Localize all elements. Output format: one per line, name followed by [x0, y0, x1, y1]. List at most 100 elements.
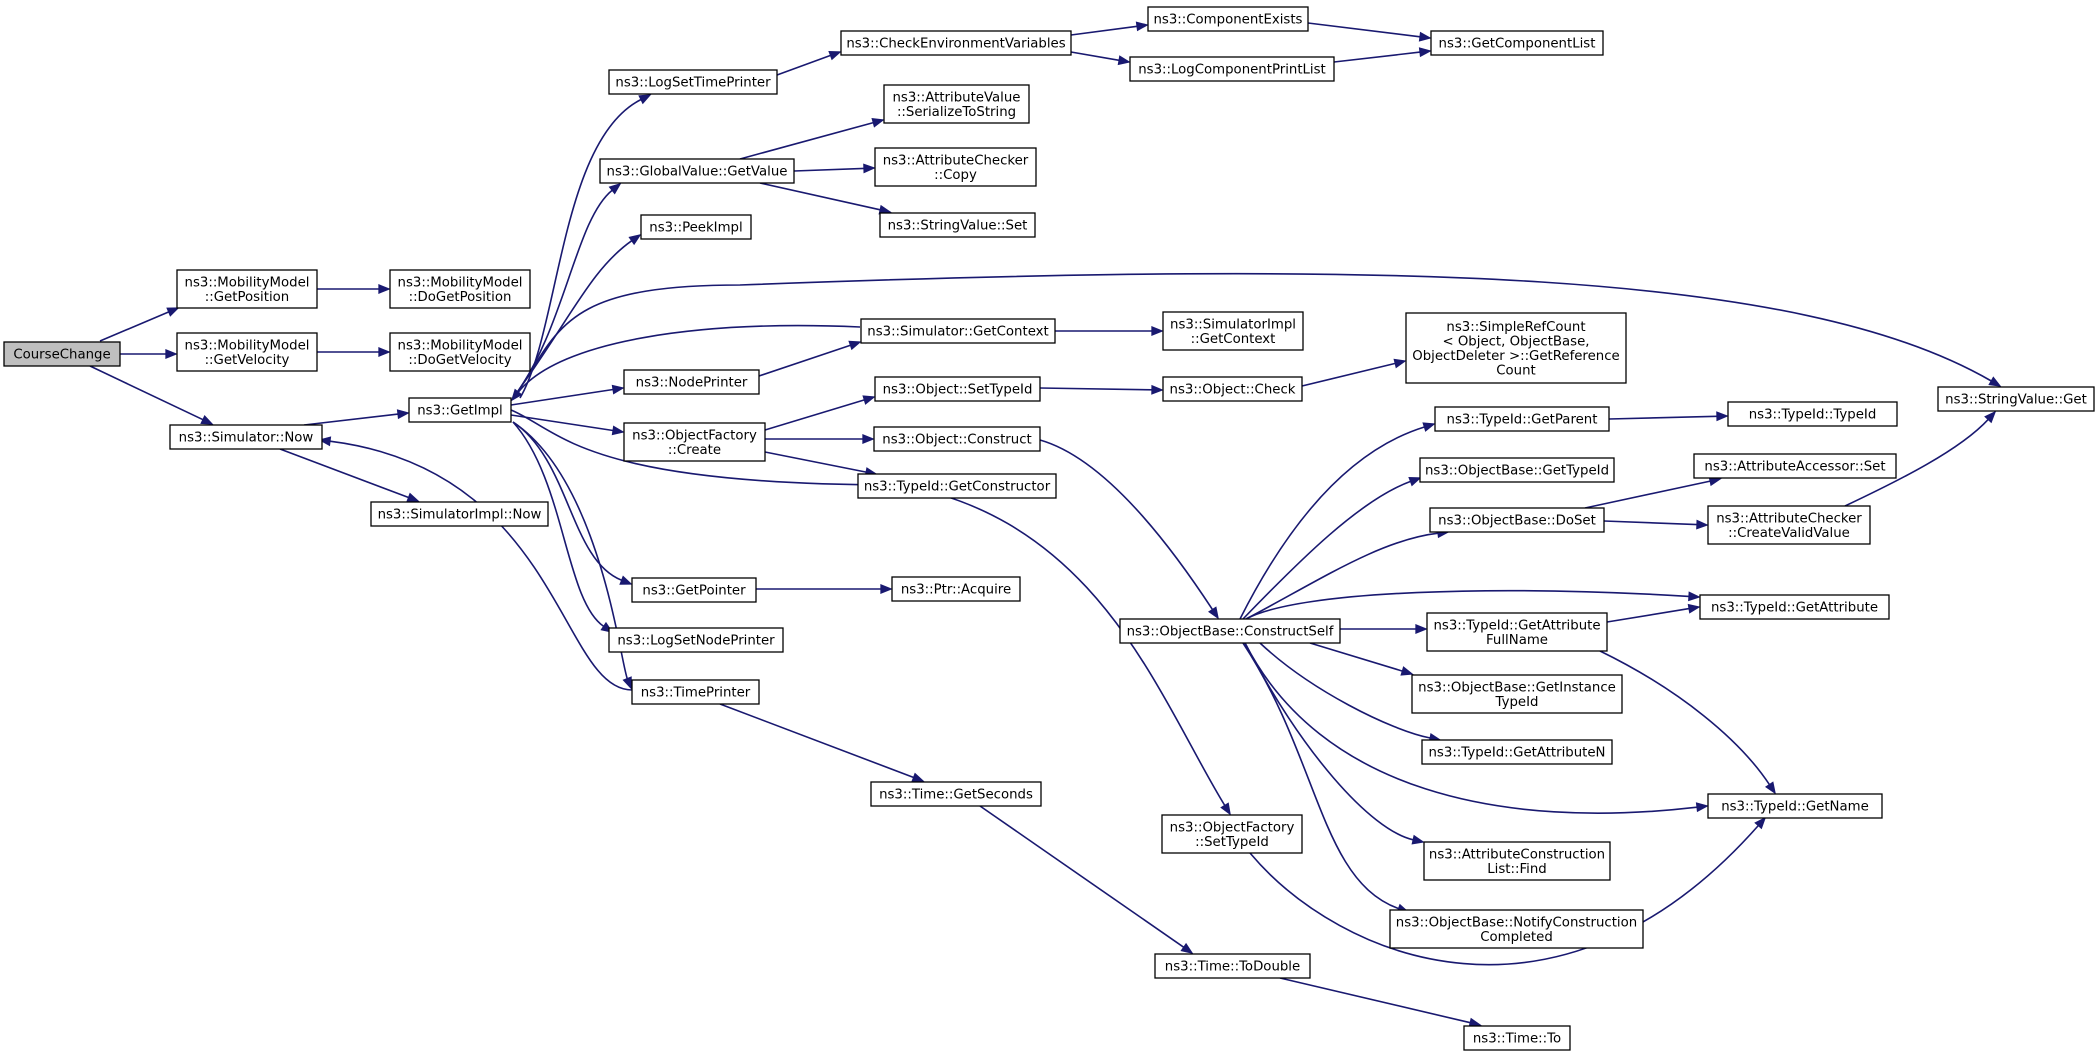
node-objectfactory_settypeid[interactable]: ns3::ObjectFactory::SetTypeId	[1161, 814, 1303, 854]
node-getcomponentlist[interactable]: ns3::GetComponentList	[1430, 30, 1604, 56]
node-label-line: ns3::Object::Check	[1170, 383, 1296, 398]
edge-course_change-to-simulator_now	[89, 365, 214, 425]
node-logcomponentprintlist[interactable]: ns3::LogComponentPrintList	[1129, 56, 1335, 82]
node-label-line: ns3::AttributeConstruction	[1429, 847, 1605, 862]
node-object_settypeid[interactable]: ns3::Object::SetTypeId	[874, 376, 1041, 402]
node-simulator_getcontext[interactable]: ns3::Simulator::GetContext	[860, 318, 1056, 344]
node-label-line: ns3::Simulator::Now	[179, 431, 314, 446]
node-timeprinter[interactable]: ns3::TimePrinter	[631, 679, 760, 705]
node-label-line: CourseChange	[13, 348, 110, 363]
node-checkenvvars[interactable]: ns3::CheckEnvironmentVariables	[840, 30, 1072, 56]
node-globalvalue_getvalue[interactable]: ns3::GlobalValue::GetValue	[599, 158, 795, 184]
arrowhead	[862, 395, 876, 405]
node-nodeprinter[interactable]: ns3::NodePrinter	[623, 369, 760, 395]
node-box	[874, 147, 1037, 187]
node-objectbase_constructself[interactable]: ns3::ObjectBase::ConstructSelf	[1119, 618, 1341, 644]
node-box	[1154, 953, 1311, 979]
edge-line	[1584, 480, 1711, 509]
edge-line	[1279, 977, 1471, 1024]
node-label-line: ns3::MobilityModel	[185, 275, 310, 290]
arrowhead	[622, 676, 632, 690]
node-getpointer[interactable]: ns3::GetPointer	[631, 577, 757, 603]
node-box	[1161, 814, 1303, 854]
node-label-line: ns3::LogComponentPrintList	[1138, 63, 1326, 78]
node-typeid_getattribute[interactable]: ns3::TypeId::GetAttribute	[1699, 594, 1890, 620]
node-object_construct[interactable]: ns3::Object::Construct	[873, 426, 1041, 452]
node-object_check[interactable]: ns3::Object::Check	[1162, 376, 1303, 402]
node-ptr_acquire[interactable]: ns3::Ptr::Acquire	[891, 576, 1021, 602]
node-time_getseconds[interactable]: ns3::Time::GetSeconds	[870, 781, 1042, 807]
edge-timeprinter-to-time_getseconds	[719, 703, 925, 782]
node-course_change[interactable]: CourseChange	[3, 341, 121, 367]
edge-objectbase_constructself-to-objectbase_doset	[1245, 528, 1450, 620]
node-label-line: ns3::LogSetTimePrinter	[615, 76, 771, 91]
node-typeid_getparent[interactable]: ns3::TypeId::GetParent	[1434, 406, 1610, 432]
node-typeid_typeid[interactable]: ns3::TypeId::TypeId	[1727, 401, 1898, 427]
arrowhead	[1220, 802, 1231, 816]
node-stringvalue_set[interactable]: ns3::StringValue::Set	[879, 212, 1036, 238]
node-label-line: ns3::AttributeAccessor::Set	[1704, 460, 1885, 475]
node-attraccessor_set[interactable]: ns3::AttributeAccessor::Set	[1693, 453, 1897, 479]
node-box	[1463, 1025, 1571, 1051]
node-simplerefcount_getrefcount[interactable]: ns3::SimpleRefCount< Object, ObjectBase,…	[1405, 312, 1627, 384]
node-simulatorimpl_getcontext[interactable]: ns3::SimulatorImpl::GetContext	[1162, 311, 1304, 351]
node-box	[599, 158, 795, 184]
arrowhead	[1208, 606, 1219, 620]
arrowhead	[1984, 410, 1997, 424]
node-label-line: ns3::Time::ToDouble	[1165, 960, 1300, 975]
node-box	[640, 214, 752, 240]
node-stringvalue_get[interactable]: ns3::StringValue::Get	[1937, 386, 2095, 412]
node-time_todouble[interactable]: ns3::Time::ToDouble	[1154, 953, 1311, 979]
node-objectbase_doset[interactable]: ns3::ObjectBase::DoSet	[1429, 507, 1605, 533]
node-mm_dogetposition[interactable]: ns3::MobilityModel::DoGetPosition	[389, 269, 531, 309]
node-typeid_getconstructor[interactable]: ns3::TypeId::GetConstructor	[857, 473, 1057, 499]
node-typeid_getattributen[interactable]: ns3::TypeId::GetAttributeN	[1421, 739, 1613, 765]
node-box	[1707, 793, 1883, 819]
edge-objectbase_constructself-to-typeid_getparent	[1239, 422, 1436, 620]
node-componentexists[interactable]: ns3::ComponentExists	[1147, 6, 1309, 32]
node-logsettimeprinter[interactable]: ns3::LogSetTimePrinter	[608, 69, 778, 95]
node-box	[860, 318, 1056, 344]
edge-attrchecker_createvalidvalue-to-stringvalue_get	[1844, 410, 1997, 507]
arrowhead	[378, 284, 391, 294]
node-objectfactory_create[interactable]: ns3::ObjectFactory::Create	[623, 422, 766, 462]
edge-line	[758, 344, 851, 377]
edge-line	[1333, 51, 1421, 63]
edge-object_construct-to-objectbase_constructself	[1039, 439, 1219, 620]
edge-typeid_getattributefullname-to-typeid_getname	[1599, 650, 1776, 795]
node-box	[870, 781, 1042, 807]
node-attrchecker_copy[interactable]: ns3::AttributeChecker::Copy	[874, 147, 1037, 187]
node-time_to[interactable]: ns3::Time::To	[1463, 1025, 1571, 1051]
edge-getimpl-to-peekimpl	[512, 233, 642, 399]
arrowhead	[1151, 384, 1164, 395]
node-attrchecker_createvalidvalue[interactable]: ns3::AttributeChecker::CreateValidValue	[1707, 505, 1871, 545]
node-mm_getposition[interactable]: ns3::MobilityModel::GetPosition	[176, 269, 318, 309]
node-box	[879, 212, 1036, 238]
node-getimpl[interactable]: ns3::GetImpl	[408, 397, 512, 423]
node-simulatorimpl_now[interactable]: ns3::SimulatorImpl::Now	[370, 501, 549, 527]
node-box	[389, 332, 531, 372]
edge-objectfactory_create-to-object_construct	[765, 434, 875, 444]
node-attrvalue_serialize[interactable]: ns3::AttributeValue::SerializeToString	[883, 84, 1030, 124]
node-box	[1727, 401, 1898, 427]
arrowhead	[166, 307, 180, 317]
node-simulator_now[interactable]: ns3::Simulator::Now	[169, 424, 323, 450]
node-typeid_getname[interactable]: ns3::TypeId::GetName	[1707, 793, 1883, 819]
node-logsetnodeprinter[interactable]: ns3::LogSetNodePrinter	[608, 627, 784, 653]
edge-objectbase_doset-to-attrchecker_createvalidvalue	[1603, 519, 1709, 530]
arrowhead	[1151, 326, 1164, 336]
node-label-line: ns3::GetImpl	[417, 404, 502, 419]
node-peekimpl[interactable]: ns3::PeekImpl	[640, 214, 752, 240]
edge-typeid_getattributefullname-to-typeid_getattribute	[1606, 603, 1701, 623]
node-label-line: ns3::ComponentExists	[1153, 13, 1302, 28]
edge-objectfactory_create-to-object_settypeid	[764, 395, 876, 431]
node-objectbase_gettypeid[interactable]: ns3::ObjectBase::GetTypeId	[1419, 457, 1615, 483]
node-objectbase_notifyconstructioncompleted[interactable]: ns3::ObjectBase::NotifyConstructionCompl…	[1389, 909, 1644, 949]
node-box	[370, 501, 549, 527]
node-mm_dogetvelocity[interactable]: ns3::MobilityModel::DoGetVelocity	[389, 332, 531, 372]
node-mm_getvelocity[interactable]: ns3::MobilityModel::GetVelocity	[176, 332, 318, 372]
node-box	[1129, 56, 1335, 82]
